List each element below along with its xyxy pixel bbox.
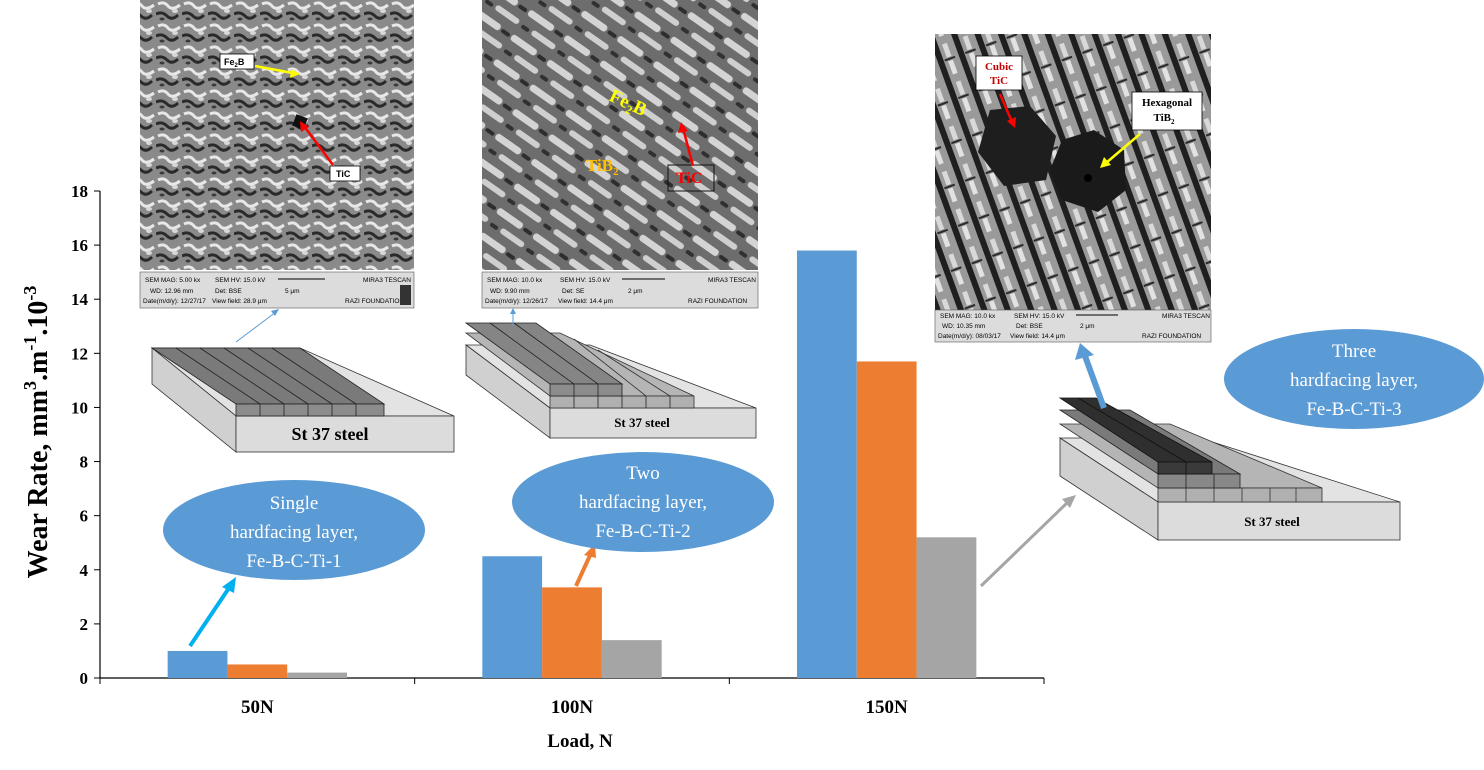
sem2-org: RAZI FOUNDATION — [688, 298, 747, 305]
sem3-mag: SEM MAG: 10.0 kx — [940, 313, 996, 320]
bar-150N-series-1 — [796, 250, 857, 678]
sem1-date: Date(m/d/y): 12/27/17 — [143, 298, 206, 305]
sem-image-2: Fe2B TiB2 TiC SEM MAG: 10.0 kx SEM HV: 1… — [481, 0, 759, 309]
bubble-3-line-3: Fe-B-C-Ti-3 — [1306, 399, 1401, 420]
sem1-label-fe2b: Fe2B — [224, 57, 245, 69]
sem3-brand: MIRA3 TESCAN — [1162, 313, 1210, 320]
x-tick-label: 150N — [866, 697, 909, 718]
y-tick-label: 12 — [71, 344, 88, 363]
y-tick-label: 6 — [80, 507, 89, 526]
bar-50N-series-1 — [167, 650, 228, 678]
y-tick-label: 4 — [80, 561, 89, 580]
bubble-2-line-2: hardfacing layer, — [579, 492, 707, 513]
layer-schematic-3: St 37 steel — [1058, 397, 1401, 541]
sem2-label-tib2: TiB2 — [586, 156, 619, 178]
sem1-hv: SEM HV: 15.0 kV — [215, 277, 266, 284]
substrate-label-2: St 37 steel — [614, 415, 670, 430]
sem-image-3: Cubic TiC Hexagonal TiB2 SEM MAG: 10.0 k… — [934, 34, 1212, 343]
sem1-mag: SEM MAG: 5.00 kx — [145, 277, 201, 284]
sem1-org: RAZI FOUNDATION — [345, 298, 404, 305]
sem3-label-tic: TiC — [990, 75, 1008, 87]
x-tick-label: 50N — [241, 697, 274, 718]
x-tick-label: 100N — [551, 697, 594, 718]
sem2-hv: SEM HV: 15.0 kV — [560, 277, 611, 284]
x-axis-label: Load, N — [547, 731, 613, 752]
bubble-1-line-3: Fe-B-C-Ti-1 — [246, 551, 341, 572]
sem3-label-tib2: TiB2 — [1153, 112, 1175, 126]
sem1-det: Det: BSE — [215, 288, 242, 295]
bubble-1: Single hardfacing layer, Fe-B-C-Ti-1 — [163, 480, 425, 580]
sem3-det: Det: BSE — [1016, 323, 1043, 330]
y-tick-label: 18 — [71, 182, 88, 201]
bar-50N-series-2 — [227, 664, 288, 678]
y-axis-label: Wear Rate, mm3.m-1.10-3 — [20, 286, 54, 579]
bubble-2-line-3: Fe-B-C-Ti-2 — [595, 521, 690, 542]
bubble-1-line-2: hardfacing layer, — [230, 522, 358, 543]
sem2-label-tic: TiC — [676, 170, 702, 187]
y-tick-label: 8 — [80, 453, 89, 472]
sem3-scale: 2 μm — [1080, 323, 1095, 330]
bubble-1-line-1: Single — [270, 493, 319, 514]
sem1-label-tic: TiC — [336, 169, 351, 179]
bar-100N-series-1 — [482, 556, 543, 678]
connector-arrows — [188, 308, 1107, 648]
bubble-2-line-1: Two — [626, 463, 660, 484]
y-tick-label: 16 — [71, 236, 88, 255]
sem3-viewfield: View field: 14.4 μm — [1010, 333, 1065, 340]
sem2-det: Det: SE — [562, 288, 585, 295]
y-tick-label: 0 — [80, 669, 89, 688]
bars — [167, 250, 977, 678]
sem3-org: RAZI FOUNDATION — [1142, 333, 1201, 340]
bubble-3: Three hardfacing layer, Fe-B-C-Ti-3 — [1224, 329, 1484, 429]
sem2-wd: WD: 9.90 mm — [490, 288, 530, 295]
sem1-brand: MIRA3 TESCAN — [363, 277, 411, 284]
sem3-hv: SEM HV: 15.0 kV — [1014, 313, 1065, 320]
sem1-wd: WD: 12.96 mm — [150, 288, 193, 295]
sem3-wd: WD: 10.35 mm — [942, 323, 985, 330]
bubble-2: Two hardfacing layer, Fe-B-C-Ti-2 — [512, 452, 774, 552]
sem-image-1: Fe2B TiC SEM MAG: 5.00 kx SEM HV: 15.0 k… — [139, 0, 415, 309]
sem2-brand: MIRA3 TESCAN — [708, 277, 756, 284]
bar-100N-series-3 — [601, 640, 662, 678]
y-tick-label: 2 — [80, 615, 89, 634]
bar-150N-series-3 — [916, 537, 977, 678]
sem2-date: Date(m/d/y): 12/26/17 — [485, 298, 548, 305]
layer-schematic-1: St 37 steel — [150, 347, 455, 453]
sem2-scale: 2 μm — [628, 288, 643, 295]
bubble-3-line-2: hardfacing layer, — [1290, 370, 1418, 391]
sem3-label-hexagonal: Hexagonal — [1142, 97, 1192, 109]
sem1-viewfield: View field: 28.9 μm — [212, 298, 267, 305]
substrate-label-1: St 37 steel — [292, 424, 369, 444]
bar-150N-series-2 — [856, 361, 917, 678]
substrate-label-3: St 37 steel — [1244, 514, 1300, 529]
bar-100N-series-2 — [542, 587, 602, 678]
sem2-viewfield: View field: 14.4 μm — [558, 298, 613, 305]
sem3-date: Date(m/d/y): 08/03/17 — [938, 333, 1001, 340]
x-axis-ticks: 50N 100N 150N — [99, 678, 1045, 718]
y-tick-label: 10 — [71, 398, 88, 417]
sem1-scale: 5 μm — [285, 288, 300, 295]
sem2-mag: SEM MAG: 10.0 kx — [487, 277, 543, 284]
bubble-3-line-1: Three — [1332, 341, 1376, 362]
sem3-label-cubic: Cubic — [985, 61, 1013, 73]
bar-50N-series-3 — [287, 672, 348, 678]
y-axis-ticks: 0 2 4 6 8 10 12 14 16 18 — [71, 182, 100, 688]
y-tick-label: 14 — [71, 290, 89, 309]
layer-schematic-2: St 37 steel — [464, 322, 757, 439]
